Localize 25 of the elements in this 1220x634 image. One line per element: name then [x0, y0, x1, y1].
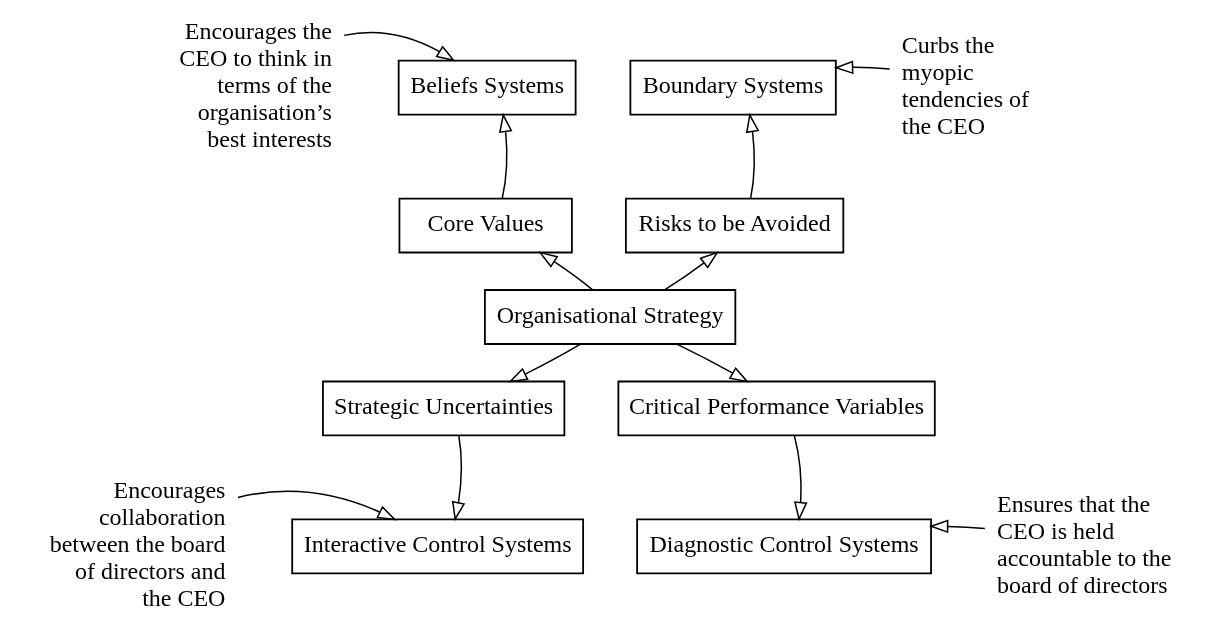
arrow [451, 435, 465, 522]
node-box: Risks to be Avoided [624, 197, 844, 254]
node-box: Beliefs Systems [397, 59, 577, 116]
arrow [236, 490, 397, 521]
node-text: Encourages collaboration between the board of directors and the CEO [49, 477, 225, 612]
node-text: Encourages the CEO to think in terms of the organisation’s best interests [178, 18, 332, 153]
node-box: Diagnostic Control Systems [635, 518, 932, 575]
arrow [537, 251, 593, 291]
node-box: Organisational Strategy [483, 289, 736, 345]
arrow [342, 31, 456, 62]
node-box: Core Values [398, 197, 573, 254]
arrow [745, 112, 759, 199]
arrow [498, 112, 512, 199]
arrow [928, 519, 986, 534]
arrow [793, 435, 808, 522]
node-box: Boundary Systems [628, 59, 837, 116]
arrow [507, 343, 581, 383]
node-box: Strategic Uncertainties [321, 380, 565, 437]
node-text: Curbs the myopic tendencies of the CEO [901, 31, 1029, 139]
arrow [675, 343, 749, 383]
arrow [833, 60, 890, 75]
node-text: Ensures that the CEO is held accountable to the board of directors [996, 490, 1172, 598]
node-box: Interactive Control Systems [290, 518, 584, 575]
node-box: Critical Performance Variables [616, 380, 936, 437]
arrow [663, 251, 719, 291]
